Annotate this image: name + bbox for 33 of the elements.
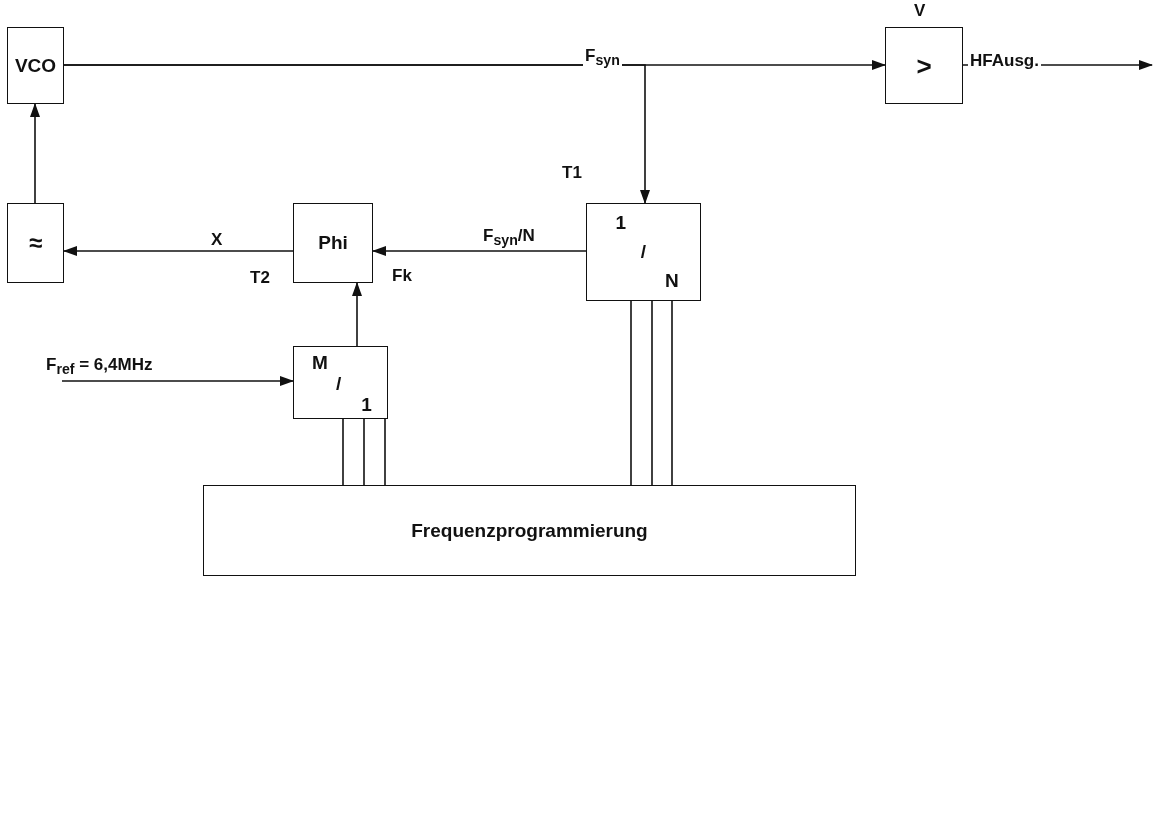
arrow — [63, 64, 650, 204]
block-label: Phi — [318, 232, 348, 254]
block-label: ≈ — [28, 229, 43, 257]
connector-line — [363, 418, 365, 486]
arrow — [372, 246, 587, 256]
connector-line — [671, 300, 673, 486]
block-box — [293, 346, 388, 419]
arrow — [63, 246, 294, 256]
arrow — [61, 376, 294, 386]
arrow — [352, 282, 362, 347]
block-label: M — [312, 351, 328, 374]
connector-line — [651, 300, 653, 486]
block-box — [7, 27, 64, 104]
edge-label: F$_{syn}$/N — [481, 226, 537, 249]
block-label: > — [916, 50, 932, 81]
block-label: / — [336, 372, 342, 395]
arrow — [30, 103, 40, 204]
block-label: 1 — [361, 394, 372, 417]
block-box — [586, 203, 701, 301]
block-label: N — [664, 269, 679, 292]
block-box — [7, 203, 64, 283]
block-label: Frequenzprogrammierung — [411, 519, 648, 542]
block-label: 1 — [615, 212, 627, 235]
edge-label: F$_{syn}$ — [583, 46, 622, 69]
connector-line — [630, 300, 632, 486]
block-label: / — [640, 241, 647, 263]
block-label: VCO — [14, 54, 57, 77]
connector-line — [342, 418, 344, 486]
block-box — [293, 203, 373, 283]
block-box — [203, 485, 856, 576]
block-box — [885, 27, 963, 104]
connector-line — [384, 418, 386, 486]
edge-label: HFAusg. — [968, 51, 1041, 71]
